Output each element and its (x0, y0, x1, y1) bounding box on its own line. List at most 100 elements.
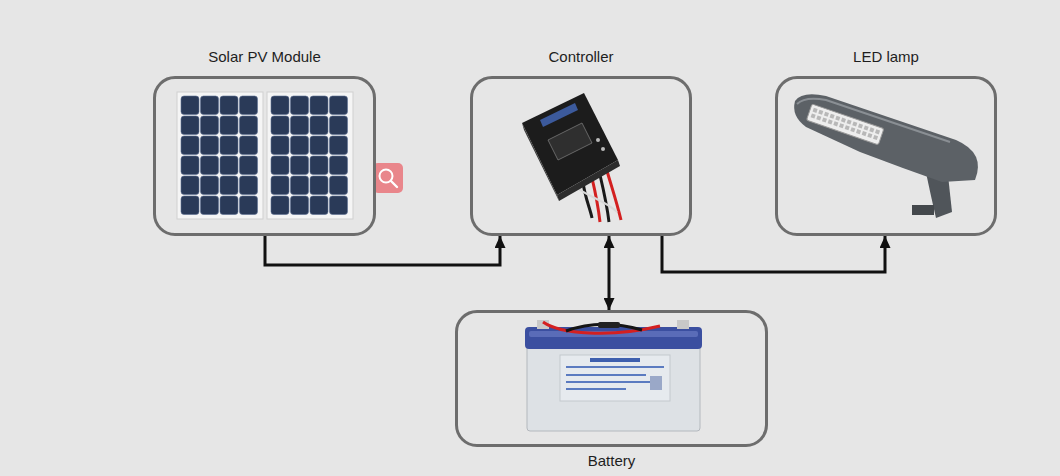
sticker-mark (566, 366, 664, 368)
led-chip (852, 121, 857, 126)
controller-edge (557, 160, 620, 201)
solar-cell (330, 176, 348, 195)
solar-cell (201, 96, 219, 115)
solar-cell (201, 196, 219, 215)
solar-cell (271, 196, 289, 215)
solar-cell (330, 196, 348, 215)
controller-display (548, 123, 592, 160)
solar-panels (177, 92, 353, 219)
sticker-mark (566, 381, 656, 383)
charge-controller (522, 93, 621, 222)
component-box: Solar PV Module (153, 76, 376, 236)
led-chip (869, 127, 874, 132)
led-chip (847, 120, 852, 125)
controller-led (596, 138, 600, 142)
led-chip (873, 135, 878, 140)
led-chip (845, 125, 850, 130)
solar-cell (310, 136, 328, 155)
battery-terminal (677, 320, 689, 329)
led-chip (835, 116, 840, 121)
component-title: Controller (473, 48, 689, 66)
component-title: LED lamp (778, 48, 994, 66)
controller-led (601, 147, 605, 151)
solar-cell (181, 196, 199, 215)
sticker-mark (566, 374, 646, 376)
battery-illustration (525, 320, 702, 431)
led-chip (818, 110, 823, 115)
solar-cell (201, 156, 219, 175)
flow-arrow (265, 236, 500, 265)
solar-cell (310, 196, 328, 215)
solar-cell (181, 176, 199, 195)
solar-cell (330, 156, 348, 175)
solar-cell (181, 156, 199, 175)
solar-cell (220, 176, 238, 195)
led-chip (850, 127, 855, 132)
solar-cell (181, 136, 199, 155)
wire (583, 182, 592, 218)
led-chip (862, 131, 867, 136)
controller-body (522, 93, 618, 195)
panel-frame (177, 92, 263, 219)
solar-cell (240, 176, 258, 195)
wire (575, 186, 617, 212)
sticker-mark (566, 388, 626, 390)
lamp-head (794, 94, 978, 182)
solar-cell (201, 116, 219, 135)
led-chip (875, 129, 880, 134)
solar-cell (181, 96, 199, 115)
controller-edge (522, 123, 559, 201)
solar-cell (291, 176, 309, 195)
led-grid (811, 108, 880, 140)
solar-cell (271, 96, 289, 115)
wire (600, 175, 609, 222)
flow-arrow (608, 236, 611, 310)
battery-cable (543, 322, 660, 333)
led-chip (830, 114, 835, 119)
component-box: Controller (470, 76, 692, 236)
solar-cell (271, 136, 289, 155)
solar-cell (330, 136, 348, 155)
solar-cell (330, 96, 348, 115)
solar-cell (220, 116, 238, 135)
solar-cell (220, 96, 238, 115)
led-chip (813, 108, 818, 113)
led-chip (824, 112, 829, 117)
solar-cell (291, 136, 309, 155)
solar-cell (240, 116, 258, 135)
led-chip (856, 129, 861, 134)
flow-arrow (662, 236, 885, 272)
component-title: Battery (458, 452, 765, 470)
solar-cell (220, 136, 238, 155)
sticker-mark (650, 376, 662, 390)
cable-clip (598, 322, 620, 328)
solar-cell (240, 136, 258, 155)
solar-cell (291, 196, 309, 215)
led-chip (867, 133, 872, 138)
led-street-lamp (794, 94, 978, 218)
zoom-handle (391, 181, 397, 187)
led-chip (822, 117, 827, 122)
component-box: Battery (455, 310, 768, 447)
led-plate (806, 104, 883, 145)
battery-sticker (560, 355, 670, 401)
solar-cell (271, 156, 289, 175)
solar-cell (271, 176, 289, 195)
solar-cell (181, 116, 199, 135)
lamp-bracket (912, 205, 934, 215)
led-chip (839, 123, 844, 128)
solar-cell (201, 136, 219, 155)
wire (607, 171, 621, 220)
solar-cell (310, 176, 328, 195)
solar-cell (291, 96, 309, 115)
led-chip (858, 123, 863, 128)
led-chip (811, 113, 816, 118)
solar-cell (330, 116, 348, 135)
battery-lid (525, 327, 702, 349)
sticker-mark (590, 358, 640, 362)
solar-cell (220, 196, 238, 215)
solar-cell (291, 156, 309, 175)
led-chip (833, 121, 838, 126)
